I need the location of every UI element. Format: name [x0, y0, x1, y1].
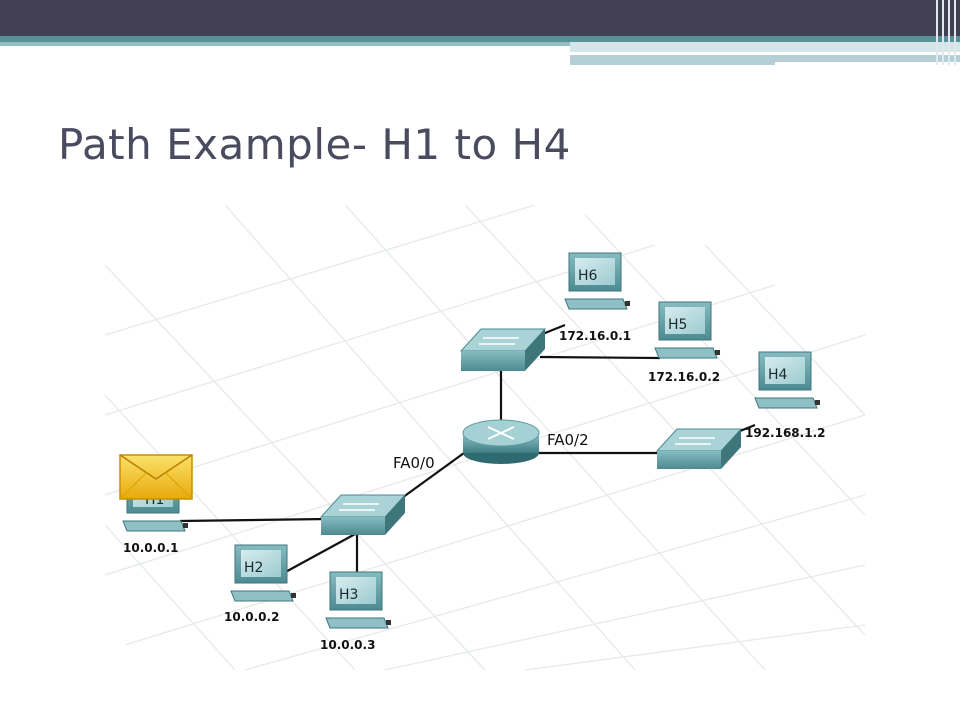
ip-label-h3: 10.0.0.3: [320, 638, 375, 652]
slide-title: Path Example- H1 to H4: [58, 120, 571, 169]
host-h4: [754, 351, 820, 409]
ip-label-h6: 172.16.0.1: [559, 329, 631, 343]
host-label-h6: H6: [578, 268, 598, 284]
ip-label-h4: 192.168.1.2: [745, 426, 825, 440]
host-label-h2: H2: [244, 560, 263, 576]
header-bar: [0, 0, 960, 36]
host-label-h5: H5: [668, 317, 687, 333]
header-accent-line: [775, 62, 960, 65]
router: [462, 419, 540, 464]
switch-left: [319, 494, 407, 535]
switch-top: [459, 328, 547, 371]
interface-label-fa0-2: FA0/2: [547, 431, 589, 449]
ip-label-h2: 10.0.0.2: [224, 610, 279, 624]
host-h6: [564, 252, 630, 310]
ip-label-h5: 172.16.0.2: [648, 370, 720, 384]
interface-label-fa0-0: FA0/0: [393, 454, 435, 472]
host-h3: [325, 571, 391, 629]
header-accent-band: [0, 36, 960, 42]
header-decoration: [932, 0, 960, 65]
ip-label-h1: 10.0.0.1: [123, 541, 178, 555]
host-h5: [654, 301, 720, 359]
network-links: [179, 323, 756, 580]
envelope-icon: [119, 454, 193, 500]
header-accent-band-right: [570, 42, 960, 52]
network-diagram: H1 H2 H3 H4 H5 H6 10.0.0.1 10.0.0.2 10.0…: [95, 205, 865, 675]
host-h2: [230, 544, 296, 602]
host-label-h3: H3: [339, 587, 358, 603]
header-accent-band-left: [0, 42, 570, 46]
switch-right: [655, 428, 743, 469]
host-label-h4: H4: [768, 367, 788, 383]
header-accent-band-right-lower: [570, 55, 960, 65]
